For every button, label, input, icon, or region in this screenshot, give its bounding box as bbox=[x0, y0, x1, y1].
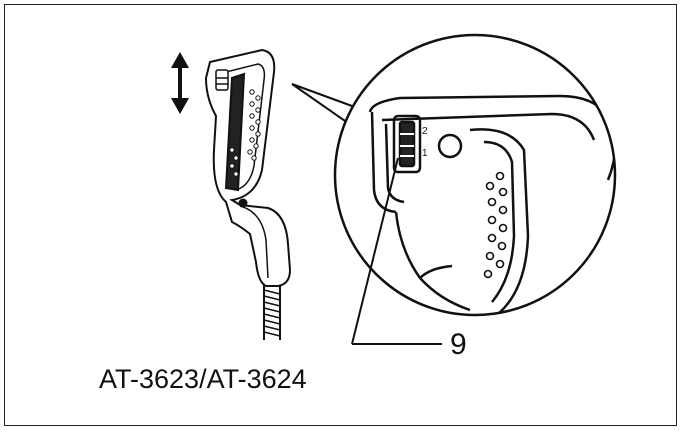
grip-dots bbox=[229, 89, 261, 177]
position-mark-2: 2 bbox=[422, 126, 428, 137]
enlarged-detail bbox=[368, 94, 615, 315]
up-down-arrow-icon bbox=[171, 52, 189, 114]
enlarged-grip-dots bbox=[483, 171, 508, 279]
leader-line bbox=[351, 157, 442, 345]
position-mark-1: 1 bbox=[422, 148, 428, 159]
magnifier-lens bbox=[333, 33, 617, 317]
callout-number: 9 bbox=[450, 328, 467, 361]
handheld-device bbox=[204, 48, 292, 287]
switch-small bbox=[215, 69, 229, 91]
model-caption: AT-3623/AT-3624 bbox=[99, 364, 307, 394]
cable bbox=[263, 282, 281, 340]
